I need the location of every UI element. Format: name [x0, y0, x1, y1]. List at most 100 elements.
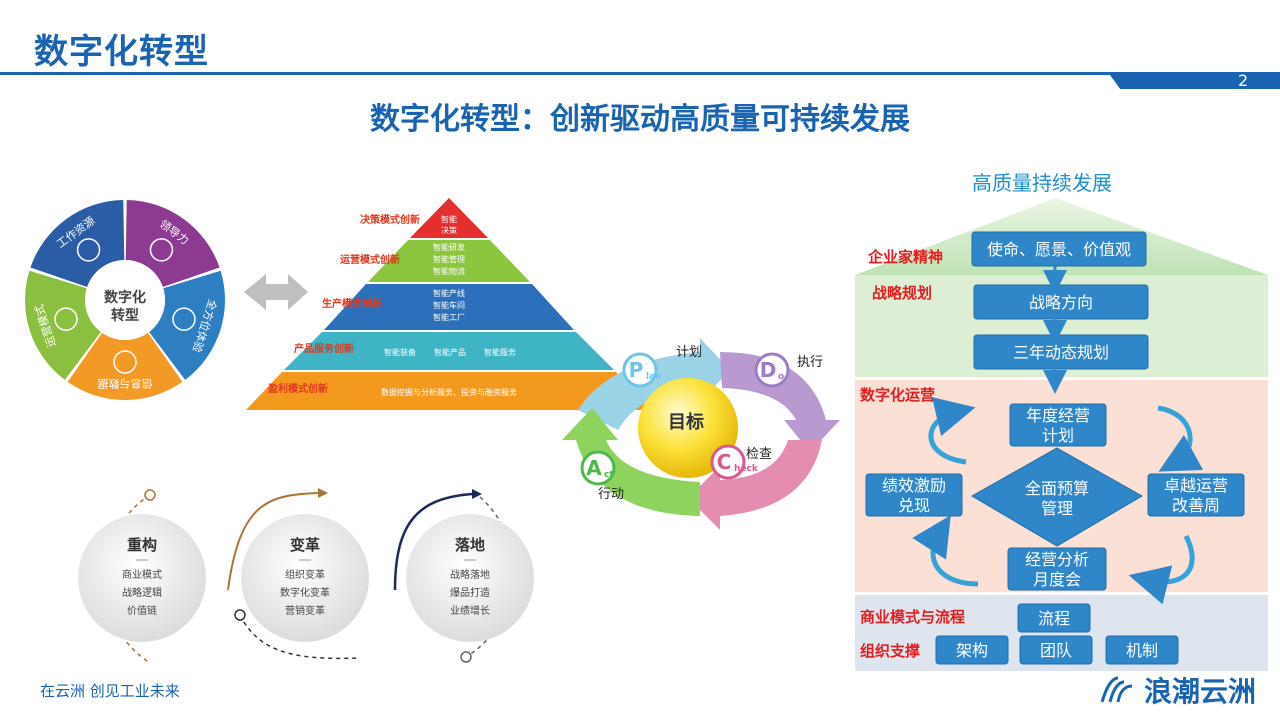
- structure-box-text: 架构: [956, 641, 988, 660]
- pdca-step-sub: lan: [646, 372, 662, 382]
- strategy-direction-box-text: 战略方向: [1029, 293, 1093, 312]
- mission-box-text: 使命、愿景、价值观: [987, 240, 1131, 259]
- process-box-text: 流程: [1038, 609, 1070, 628]
- team-box-text: 团队: [1040, 641, 1072, 660]
- pdca-check-arrow: [688, 440, 822, 530]
- annual-plan-box-text: 年度经营: [1026, 406, 1090, 425]
- wheel-segment: [24, 270, 101, 380]
- development-house: 高质量持续发展 企业家精神 战略规划 数字化运营 商业模式与流程 组织支撑 使命…: [855, 171, 1268, 671]
- pdca-step-letter: C: [717, 450, 732, 474]
- pyramid-item: 智能工厂: [433, 312, 465, 322]
- pdca-do-arrow: [720, 352, 840, 452]
- stage-item: 战略落地: [450, 568, 490, 581]
- stage-item: 价值链: [127, 604, 157, 617]
- annual-plan-box: [1009, 403, 1107, 447]
- headline: 数字化转型：创新驱动高质量可持续发展: [370, 102, 910, 137]
- stage-disc: [406, 514, 534, 642]
- stage-disc: [241, 514, 369, 642]
- strategy-label: 战略规划: [872, 284, 932, 302]
- title-rule: [0, 72, 1280, 75]
- stage-item: 商业模式: [122, 568, 162, 581]
- annual-plan-box-text: 计划: [1042, 426, 1074, 445]
- process-box: [1017, 603, 1091, 633]
- wheel-center-line-1: 数字化: [104, 289, 146, 306]
- pdca-step-sub: o: [778, 372, 784, 382]
- wheel-segment: [149, 270, 225, 380]
- transformation-stages: 重构商业模式战略逻辑价值链变革组织变革数字化变革营销变革落地战略落地爆品打造业绩…: [78, 488, 534, 664]
- brand-name: 浪潮云洲: [1144, 675, 1257, 708]
- pyramid-item: 智能: [441, 214, 457, 224]
- pyramid-level-label: 生产模式创新: [322, 297, 382, 310]
- pdca-step-label: 检查: [746, 447, 772, 462]
- pyramid-item: 智能物流: [433, 266, 465, 276]
- pyramid-level-5: [246, 372, 652, 410]
- pdca-step-label: 行动: [598, 487, 624, 502]
- stage-item: 营销变革: [285, 604, 325, 617]
- pdca-goal-label: 目标: [668, 411, 704, 433]
- pyramid-item: 智能产品: [434, 347, 466, 357]
- analysis-box-text: 经营分析: [1025, 550, 1089, 569]
- pyramid-level-label: 产品服务创新: [294, 342, 354, 355]
- budget-diamond: [970, 447, 1144, 547]
- pdca-step-label: 执行: [797, 355, 823, 370]
- house-roof-title: 高质量持续发展: [972, 171, 1112, 195]
- pyramid-level-label: 运营模式创新: [340, 253, 400, 266]
- stage-disc: [78, 514, 206, 642]
- pdca-badge: [622, 352, 658, 388]
- wheel-segment: [125, 200, 220, 287]
- budget-diamond-text: 管理: [1041, 499, 1073, 518]
- pdca-badge: [710, 444, 746, 480]
- pdca-plan-arrow: [578, 338, 730, 430]
- stage-item: 业绩增长: [450, 604, 490, 617]
- pyramid-level-label: 决策模式创新: [360, 213, 420, 226]
- incentive-box-text: 绩效激励: [882, 476, 946, 495]
- footer-slogan: 在云洲 创见工业未来: [40, 682, 180, 700]
- pyramid-item: 决策: [441, 225, 457, 235]
- structure-box: [935, 635, 1009, 665]
- pyramid-level-4: [284, 332, 614, 370]
- pyramid-item: 智能装备: [384, 347, 416, 357]
- pdca-badge: [580, 450, 616, 486]
- stage-title: 重构: [127, 536, 157, 554]
- pdca-step-sub: ct: [604, 470, 614, 480]
- stage-title: 变革: [290, 536, 320, 554]
- wheel-segment-icon: [113, 350, 137, 374]
- excellence-box-text: 改善周: [1172, 496, 1220, 515]
- stage-item: 组织变革: [285, 568, 325, 581]
- wheel-segment: [67, 332, 183, 400]
- pdca-badge: [754, 352, 790, 388]
- pdca-step-letter: P: [629, 358, 644, 382]
- pyramid-item: 智能车间: [433, 300, 465, 310]
- wheel-segment-icon: [149, 238, 174, 262]
- pyramid-item: 智能服务: [484, 347, 516, 357]
- inspur-logo-icon: [1100, 676, 1133, 703]
- mechanism-box: [1105, 635, 1179, 665]
- excellence-box-text: 卓越运营: [1164, 476, 1228, 495]
- pyramid-level-label: 盈利模式创新: [267, 382, 328, 395]
- pyramid-item: 智能研发: [433, 242, 465, 252]
- pdca-step-letter: D: [760, 358, 777, 382]
- pdca-step-letter: A: [586, 456, 602, 480]
- slide-title: 数字化转型: [34, 32, 209, 72]
- page-number: 2: [1238, 71, 1249, 90]
- pdca-act-arrow: [562, 408, 700, 516]
- wheel-center-line-2: 转型: [111, 307, 139, 324]
- analysis-box: [1007, 547, 1107, 591]
- org-support-label: 组织支撑: [860, 642, 920, 660]
- wheel-segment: [30, 200, 125, 287]
- page-number-tab: [1110, 75, 1280, 89]
- pdca-step-label: 计划: [676, 345, 702, 360]
- wheel-segment-icon: [54, 307, 78, 331]
- pyramid-level-2: [368, 240, 530, 282]
- stage-item: 爆品打造: [450, 586, 490, 599]
- double-arrow-icon: [244, 274, 308, 310]
- stage-title: 落地: [455, 536, 485, 554]
- budget-diamond-text: 全面预算: [1025, 479, 1089, 498]
- stage-item: 数字化变革: [280, 586, 330, 599]
- excellence-box: [1147, 473, 1245, 517]
- wheel-segment-label: 信息与数据: [98, 377, 153, 391]
